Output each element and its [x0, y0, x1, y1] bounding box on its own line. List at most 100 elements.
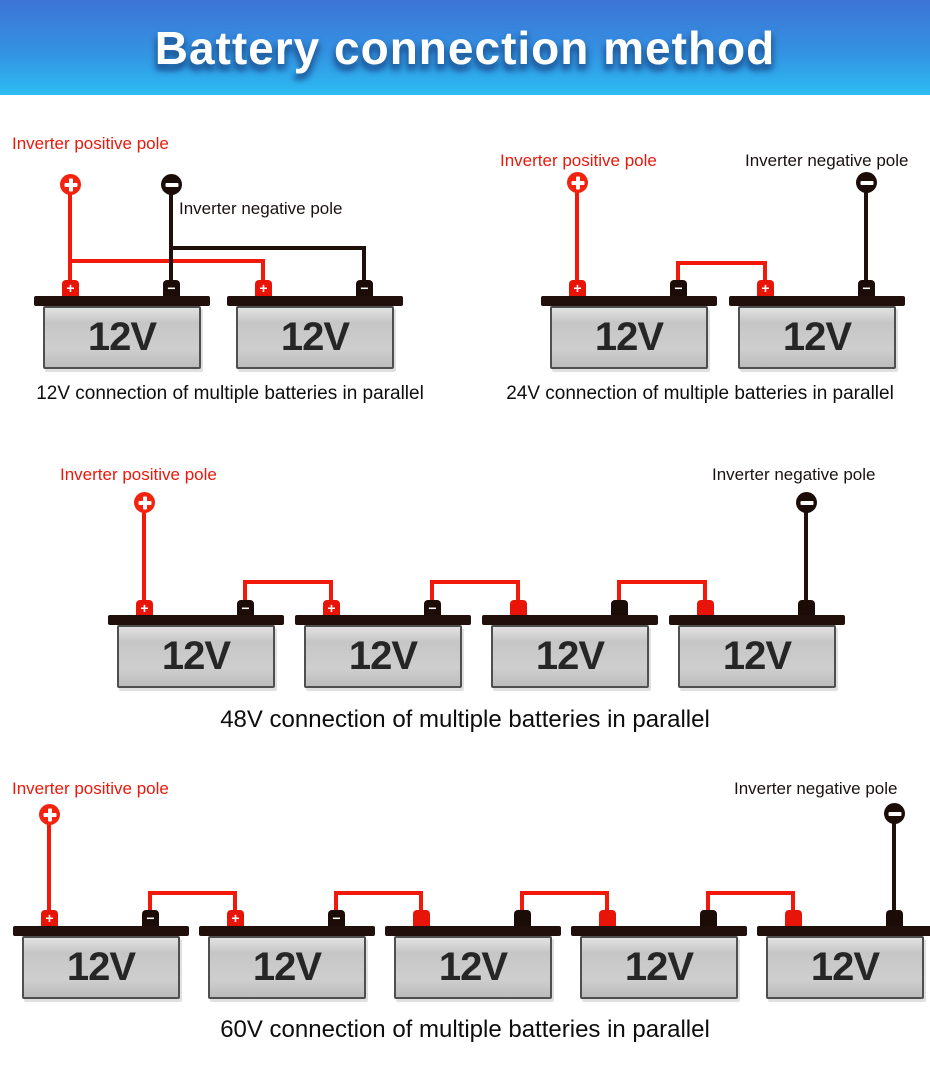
black-wire-segment	[864, 182, 868, 281]
plus-glyph: +	[327, 600, 336, 616]
red-wire-segment	[68, 184, 72, 281]
battery-label: 12V	[87, 315, 157, 359]
section-caption: 60V connection of multiple batteries in …	[220, 1016, 710, 1043]
negative-terminal: −	[163, 280, 180, 300]
section-caption: 24V connection of multiple batteries in …	[506, 383, 894, 404]
red-wire-segment	[763, 261, 767, 282]
icon-bar	[888, 811, 901, 816]
black-wire-segment	[892, 813, 896, 911]
plus-glyph: +	[259, 280, 268, 296]
red-wire-segment	[516, 580, 520, 601]
battery-body: 12V	[550, 306, 708, 369]
red-wire-segment	[706, 891, 710, 911]
red-wire-segment	[47, 814, 51, 911]
negative-terminal	[798, 600, 815, 619]
red-wire-segment	[676, 261, 680, 282]
minus-glyph: −	[146, 910, 155, 926]
battery-label: 12V	[66, 945, 136, 989]
positive-pole-icon	[39, 804, 60, 825]
minus-glyph: −	[360, 280, 369, 296]
header-banner: Battery connection method	[0, 0, 930, 95]
icon-bar	[860, 180, 873, 185]
battery-body: 12V	[43, 306, 201, 369]
negative-pole-icon	[161, 174, 182, 195]
battery-top-bar	[295, 615, 471, 625]
battery-label: 12V	[280, 315, 350, 359]
section-caption: 48V connection of multiple batteries in …	[220, 706, 710, 733]
red-wire-segment	[261, 259, 265, 282]
black-wire-segment	[169, 246, 366, 250]
battery-body: 12V	[580, 936, 738, 999]
negative-terminal	[514, 910, 531, 927]
red-wire-segment	[334, 891, 338, 911]
icon-bar	[68, 178, 73, 191]
battery-body: 12V	[678, 625, 836, 688]
inverter-positive-pole-label: Inverter positive pole	[500, 151, 657, 170]
battery-label: 12V	[624, 945, 694, 989]
black-wire-segment	[169, 184, 173, 281]
icon-bar	[47, 808, 52, 821]
negative-terminal	[611, 600, 628, 619]
red-wire-segment	[791, 891, 795, 911]
positive-terminal	[785, 910, 802, 927]
battery-label: 12V	[782, 315, 852, 359]
red-wire-segment	[676, 261, 767, 265]
minus-glyph: −	[674, 280, 683, 296]
battery-label: 12V	[535, 634, 605, 678]
inverter-negative-pole-label: Inverter negative pole	[734, 779, 898, 798]
battery-top-bar	[34, 296, 210, 306]
inverter-negative-pole-label: Inverter negative pole	[745, 151, 909, 170]
minus-glyph: −	[167, 280, 176, 296]
positive-terminal: +	[41, 910, 58, 927]
negative-pole-icon	[884, 803, 905, 824]
negative-terminal: −	[424, 600, 441, 619]
red-wire-segment	[243, 580, 247, 601]
inverter-negative-pole-label: Inverter negative pole	[179, 199, 343, 218]
plus-glyph: +	[761, 280, 770, 296]
negative-terminal: −	[858, 280, 875, 300]
positive-terminal: +	[255, 280, 272, 300]
red-wire-segment	[575, 182, 579, 281]
inverter-negative-pole-label: Inverter negative pole	[712, 465, 876, 484]
positive-terminal: +	[227, 910, 244, 927]
inverter-positive-pole-label: Inverter positive pole	[60, 465, 217, 484]
battery-top-bar	[541, 296, 717, 306]
positive-terminal	[510, 600, 527, 619]
red-wire-segment	[334, 891, 423, 895]
minus-glyph: −	[332, 910, 341, 926]
red-wire-segment	[706, 891, 795, 895]
battery-body: 12V	[766, 936, 924, 999]
red-wire-segment	[617, 580, 621, 601]
battery-body: 12V	[236, 306, 394, 369]
battery-top-bar	[227, 296, 403, 306]
section-caption: 12V connection of multiple batteries in …	[36, 383, 424, 404]
positive-terminal: +	[757, 280, 774, 300]
battery-label: 12V	[722, 634, 792, 678]
battery-top-bar	[385, 926, 561, 936]
battery-label: 12V	[594, 315, 664, 359]
plus-glyph: +	[231, 910, 240, 926]
positive-pole-icon	[60, 174, 81, 195]
battery-label: 12V	[348, 634, 418, 678]
battery-body: 12V	[491, 625, 649, 688]
positive-terminal: +	[136, 600, 153, 619]
battery-top-bar	[757, 926, 930, 936]
plus-glyph: +	[45, 910, 54, 926]
battery-top-bar	[482, 615, 658, 625]
positive-pole-icon	[134, 492, 155, 513]
red-wire-segment	[419, 891, 423, 911]
battery-label: 12V	[252, 945, 322, 989]
red-wire-segment	[68, 259, 265, 263]
icon-bar	[800, 500, 813, 505]
battery-label: 12V	[161, 634, 231, 678]
negative-terminal: −	[328, 910, 345, 927]
red-wire-segment	[142, 503, 146, 601]
battery-top-bar	[729, 296, 905, 306]
red-wire-segment	[430, 580, 434, 601]
battery-top-bar	[13, 926, 189, 936]
battery-body: 12V	[208, 936, 366, 999]
negative-terminal	[886, 910, 903, 927]
